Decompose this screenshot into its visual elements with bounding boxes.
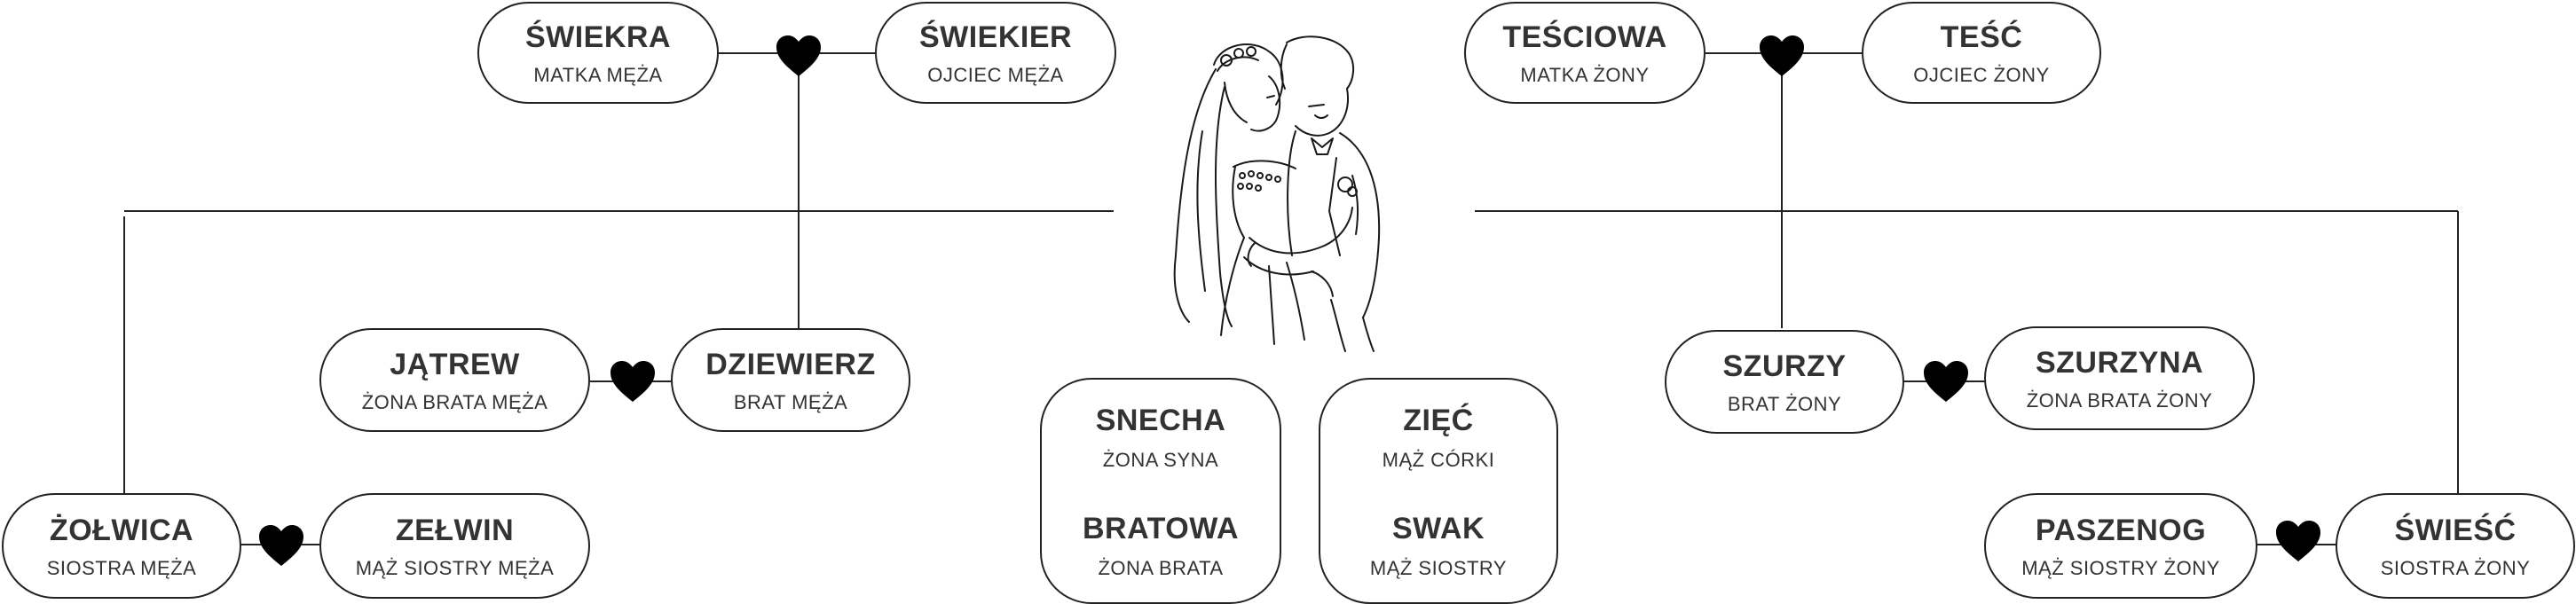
node-title: DZIEWIERZ (705, 347, 876, 381)
node-title: PASZENOG (2035, 513, 2207, 547)
node-subtitle: BRAT ŻONY (1727, 392, 1842, 415)
card-title-2: BRATOWA (1082, 511, 1239, 545)
node-title: ŚWIEŚĆ (2394, 513, 2517, 547)
heart-icon (611, 361, 655, 402)
node-paszenog: PASZENOG MĄŻ SIOSTRY ŻONY (1984, 493, 2257, 599)
heart-icon (776, 35, 821, 76)
node-subtitle: MATKA MĘŻA (533, 63, 663, 86)
node-title: TEŚCIOWA (1502, 20, 1667, 54)
node-subtitle: OJCIEC MĘŻA (927, 63, 1064, 86)
node-tesc: TEŚĆ OJCIEC ŻONY (1862, 2, 2101, 104)
node-title: ŚWIEKIER (918, 20, 1073, 54)
card-title-1: SNECHA (1095, 403, 1226, 437)
node-zelwin: ZEŁWIN MĄŻ SIOSTRY MĘŻA (319, 493, 590, 599)
node-zolwica: ŻOŁWICA SIOSTRA MĘŻA (2, 493, 241, 599)
card-title-1: ZIĘĆ (1403, 403, 1474, 437)
node-title: ŚWIEKRA (524, 20, 672, 54)
node-subtitle: BRAT MĘŻA (733, 390, 848, 413)
node-subtitle: SIOSTRA ŻONY (2380, 556, 2531, 579)
card-snecha-bratowa: SNECHA ŻONA SYNA BRATOWA ŻONA BRATA (1040, 378, 1281, 604)
node-title: TEŚĆ (1940, 20, 2023, 54)
node-szurzy: SZURZY BRAT ŻONY (1665, 330, 1904, 434)
card-subtitle-1: MĄŻ CÓRKI (1382, 448, 1495, 471)
node-subtitle: ŻONA BRATA ŻONY (2026, 388, 2213, 412)
heart-icon (1760, 35, 1804, 76)
node-title: ŻOŁWICA (49, 513, 194, 547)
heart-icon (1924, 361, 1968, 402)
node-swiekra: ŚWIEKRA MATKA MĘŻA (477, 2, 719, 104)
node-swiesc: ŚWIEŚĆ SIOSTRA ŻONY (2336, 493, 2575, 599)
node-title: ZEŁWIN (395, 513, 515, 547)
card-ziec-swak: ZIĘĆ MĄŻ CÓRKI SWAK MĄŻ SIOSTRY (1319, 378, 1558, 604)
node-subtitle: OJCIEC ŻONY (1913, 63, 2050, 86)
heart-icon (2276, 521, 2320, 561)
card-subtitle-1: ŻONA SYNA (1102, 448, 1219, 471)
node-subtitle: ŻONA BRATA MĘŻA (361, 390, 548, 413)
heart-icon (259, 525, 303, 566)
node-jatrew: JĄTREW ŻONA BRATA MĘŻA (319, 328, 590, 432)
node-subtitle: SIOSTRA MĘŻA (46, 556, 197, 579)
node-tesciowa: TEŚCIOWA MATKA ŻONY (1464, 2, 1706, 104)
node-dziewierz: DZIEWIERZ BRAT MĘŻA (671, 328, 910, 432)
card-subtitle-2: ŻONA BRATA (1098, 556, 1224, 579)
node-subtitle: MĄŻ SIOSTRY ŻONY (2021, 556, 2220, 579)
node-title: SZURZY (1722, 349, 1847, 383)
node-subtitle: MATKA ŻONY (1520, 63, 1650, 86)
node-subtitle: MĄŻ SIOSTRY MĘŻA (355, 556, 555, 579)
node-title: SZURZYNA (2035, 345, 2204, 380)
node-szurzyna: SZURZYNA ŻONA BRATA ŻONY (1984, 326, 2255, 430)
node-swiekier: ŚWIEKIER OJCIEC MĘŻA (875, 2, 1116, 104)
card-title-2: SWAK (1392, 511, 1485, 545)
node-title: JĄTREW (390, 347, 520, 381)
wedding-couple-illustration (1173, 35, 1381, 352)
card-subtitle-2: MĄŻ SIOSTRY (1369, 556, 1508, 579)
